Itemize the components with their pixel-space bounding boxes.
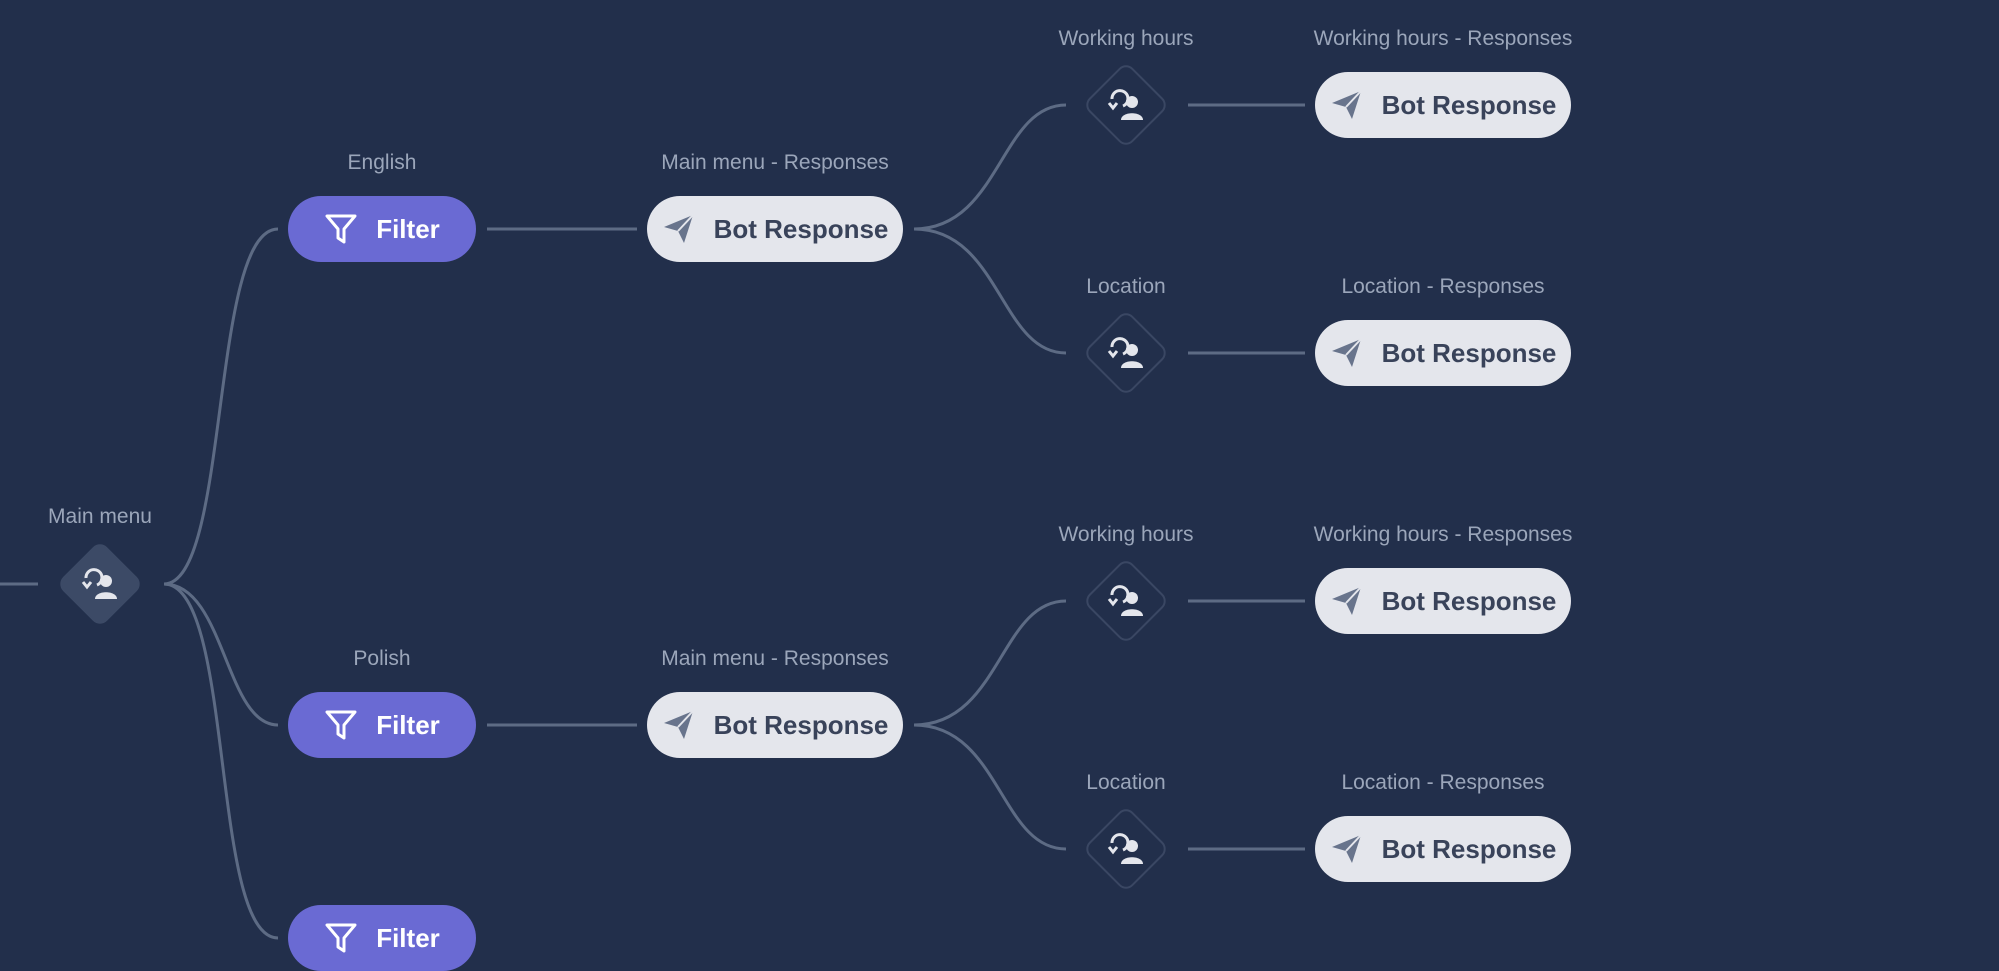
node-label-polish: Polish (353, 647, 411, 670)
working-hours-node-pl[interactable] (1079, 554, 1173, 648)
bot-response-text: Bot Response (713, 213, 889, 244)
filter-node-english[interactable]: Filter (288, 196, 476, 262)
node-label-english: English (347, 151, 417, 174)
connector-main-to-third-filter (163, 582, 279, 940)
connector-bot-en-to-location (913, 227, 1067, 355)
node-label-location-en: Location (1086, 275, 1166, 298)
filter-node-third[interactable]: Filter (288, 905, 476, 971)
send-icon (662, 212, 696, 246)
main-menu-node[interactable] (53, 537, 147, 631)
node-label-main-menu-responses-en: Main menu - Responses (661, 151, 889, 174)
connector-main-to-polish (163, 582, 279, 727)
node-label-location-responses-en: Location - Responses (1341, 275, 1545, 298)
bot-response-node-working-hours-en[interactable]: Bot Response (1315, 72, 1571, 138)
send-icon (1330, 336, 1364, 370)
node-label-main-menu: Main menu (48, 505, 152, 528)
connector-bot-pl-to-working-hours (913, 599, 1067, 727)
bot-response-text: Bot Response (1381, 337, 1557, 368)
filter-icon (324, 212, 358, 246)
node-label-location-responses-pl: Location - Responses (1341, 771, 1545, 794)
filter-node-text: Filter (376, 922, 440, 953)
user-chat-icon (1079, 58, 1173, 152)
user-chat-icon (1079, 306, 1173, 400)
bot-response-text: Bot Response (1381, 585, 1557, 616)
node-label-working-hours-responses-en: Working hours - Responses (1313, 27, 1573, 50)
node-label-working-hours-pl: Working hours (1058, 523, 1194, 546)
user-chat-icon (53, 537, 147, 631)
node-label-location-pl: Location (1086, 771, 1166, 794)
bot-response-text: Bot Response (1381, 833, 1557, 864)
node-label-main-menu-responses-pl: Main menu - Responses (661, 647, 889, 670)
user-chat-icon (1079, 802, 1173, 896)
user-chat-icon (1079, 554, 1173, 648)
connector-bot-en-to-working-hours (913, 103, 1067, 231)
connector-main-to-english (163, 227, 279, 586)
connector-bot-pl-to-location (913, 723, 1067, 851)
working-hours-node-en[interactable] (1079, 58, 1173, 152)
location-node-en[interactable] (1079, 306, 1173, 400)
connector-lines (0, 103, 1305, 940)
bot-response-node-main-en[interactable]: Bot Response (647, 196, 903, 262)
node-label-working-hours-responses-pl: Working hours - Responses (1313, 523, 1573, 546)
send-icon (662, 708, 696, 742)
location-node-pl[interactable] (1079, 802, 1173, 896)
filter-node-text: Filter (376, 213, 440, 244)
bot-response-text: Bot Response (713, 709, 889, 740)
bot-response-node-location-pl[interactable]: Bot Response (1315, 816, 1571, 882)
filter-node-text: Filter (376, 709, 440, 740)
send-icon (1330, 88, 1364, 122)
node-label-working-hours-en: Working hours (1058, 27, 1194, 50)
send-icon (1330, 832, 1364, 866)
filter-node-polish[interactable]: Filter (288, 692, 476, 758)
send-icon (1330, 584, 1364, 618)
bot-response-node-location-en[interactable]: Bot Response (1315, 320, 1571, 386)
filter-icon (324, 708, 358, 742)
bot-response-text: Bot Response (1381, 89, 1557, 120)
bot-response-node-working-hours-pl[interactable]: Bot Response (1315, 568, 1571, 634)
bot-response-node-main-pl[interactable]: Bot Response (647, 692, 903, 758)
